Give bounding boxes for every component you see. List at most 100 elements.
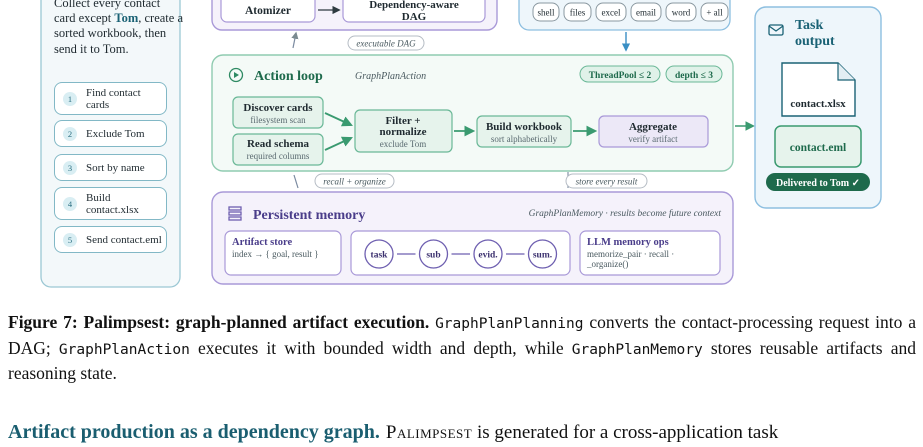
dag-label-2: DAG [402, 11, 427, 23]
request-description: Collect every contact card except Tom, c… [54, 0, 184, 57]
filter-title-1: Filter + [385, 115, 420, 127]
database-icon [228, 206, 242, 221]
executable-dag-pill [347, 35, 425, 51]
step-label: Exclude Tom [86, 127, 145, 140]
step-number: 3 [63, 160, 77, 175]
discover-cards-node [232, 96, 324, 129]
step-label: Sort by name [86, 161, 145, 174]
filter-sub: exclude Tom [380, 139, 426, 149]
recall-label: recall + organize [323, 177, 385, 187]
caption-text-6: stores reusable artifacts and reasoning … [8, 337, 916, 384]
eml-file-label: contact.eml [790, 142, 847, 154]
step-number: 2 [63, 126, 77, 141]
step-sort-by-name: 3 Sort by name [54, 154, 167, 181]
tool-pill [595, 2, 627, 22]
tool-pill-label: shell [538, 8, 555, 18]
memory-subtitle: GraphPlanMemory · results become future … [529, 208, 722, 219]
step-build-contact-xlsx: 4 Build contact.xlsx [54, 187, 167, 220]
memory-node [527, 239, 558, 269]
request-text-post: , create a sorted workbook, then send it… [54, 11, 184, 56]
action-loop-class: GraphPlanAction [355, 71, 426, 82]
eml-file-box [774, 125, 862, 168]
threadpool-badge [579, 65, 661, 83]
figure-caption: Figure 7: Palimpsest: graph-planned arti… [8, 311, 916, 386]
task-output-title-1: Task [795, 18, 824, 33]
llm-memory-line2: _organize() [586, 259, 628, 269]
dag-box [342, 0, 486, 23]
artifact-store-box [224, 230, 342, 276]
step-label: Build contact.xlsx [86, 191, 139, 216]
step-number: 1 [63, 91, 77, 106]
section-text: is generated for a cross-application tas… [472, 422, 779, 443]
tool-pill [665, 2, 697, 22]
step-number: 5 [63, 232, 77, 247]
tool-pill-label: word [672, 8, 691, 18]
delivered-label: Delivered to Tom ✓ [776, 178, 860, 189]
tool-pill-label: + all [706, 8, 723, 18]
read-schema-node [232, 133, 324, 166]
read-schema-sub: required columns [247, 151, 310, 161]
mail-icon [768, 24, 784, 36]
loop-icon [228, 67, 244, 83]
threadpool-label: ThreadPool ≤ 2 [589, 71, 652, 81]
tool-pill-label: email [636, 8, 656, 18]
tool-pill [563, 2, 592, 22]
llm-memory-box [579, 230, 721, 276]
tool-pill-label: files [570, 8, 586, 18]
read-schema-title: Read schema [247, 138, 310, 150]
artifact-store-title: Artifact store [232, 237, 292, 248]
section-paragraph: Artifact production as a dependency grap… [8, 421, 923, 447]
build-workbook-sub: sort alphabetically [491, 134, 558, 144]
caption-label: Figure 7: Palimpsest: graph-planned arti… [8, 312, 430, 332]
aggregate-node [598, 115, 709, 148]
request-text-tom: Tom [114, 11, 139, 26]
xlsx-file-icon [781, 62, 856, 117]
step-number: 4 [63, 196, 77, 211]
step-find-contact-cards: 1 Find contact cards [54, 82, 167, 115]
artifact-store-sub: index → { goal, result } [232, 249, 319, 259]
build-workbook-title: Build workbook [486, 121, 563, 133]
tool-pill [532, 2, 560, 22]
memory-graph-box [350, 230, 571, 276]
memory-node-label: sum. [533, 251, 552, 261]
tool-pill [630, 2, 662, 22]
store-pill [565, 173, 648, 189]
figure-7: Atomizer Dependency-aware DAG executable… [40, 0, 882, 288]
action-loop-title: Action loop [254, 69, 323, 84]
caption-text-4: executes it with bounded width and depth… [189, 337, 572, 358]
caption-text-2: converts the contact-processing request … [8, 312, 917, 358]
store-label: store every result [576, 177, 638, 187]
llm-memory-title: LLM memory ops [587, 237, 669, 248]
tool-pill-label: excel [602, 8, 621, 18]
depth-badge [665, 65, 723, 83]
filter-normalize-node [354, 109, 453, 153]
memory-node [473, 239, 503, 269]
memory-node-label: evid. [478, 251, 497, 261]
build-workbook-node [476, 115, 572, 148]
section-system-name: Palimpsest [385, 422, 473, 443]
tool-pill [700, 2, 729, 22]
depth-label: depth ≤ 3 [675, 71, 713, 81]
request-text-pre: Collect every contact card except [54, 0, 161, 26]
caption-code-planning: GraphPlanPlanning [435, 316, 584, 332]
memory-node [364, 239, 394, 269]
step-label: Find contact cards [86, 86, 141, 111]
caption-code-memory: GraphPlanMemory [571, 341, 703, 358]
memory-title: Persistent memory [253, 208, 365, 223]
recall-pill [314, 173, 395, 189]
filter-title-2: normalize [379, 126, 426, 138]
discover-cards-title: Discover cards [243, 102, 313, 114]
discover-cards-sub: filesystem scan [250, 115, 306, 125]
delivered-badge [766, 173, 870, 191]
atomizer-box [220, 0, 316, 23]
memory-node-label: sub [426, 251, 440, 261]
aggregate-sub: verify artifact [628, 134, 678, 144]
executable-dag-label: executable DAG [356, 39, 416, 49]
caption-code-action: GraphPlanAction [58, 341, 190, 358]
step-label: Send contact.eml [86, 233, 162, 246]
step-exclude-tom: 2 Exclude Tom [54, 120, 167, 147]
section-heading: Artifact production as a dependency grap… [8, 421, 380, 443]
memory-node-label: task [371, 251, 389, 261]
xlsx-file-label: contact.xlsx [790, 98, 846, 110]
llm-memory-line1: memorize_pair · recall · [587, 249, 674, 259]
